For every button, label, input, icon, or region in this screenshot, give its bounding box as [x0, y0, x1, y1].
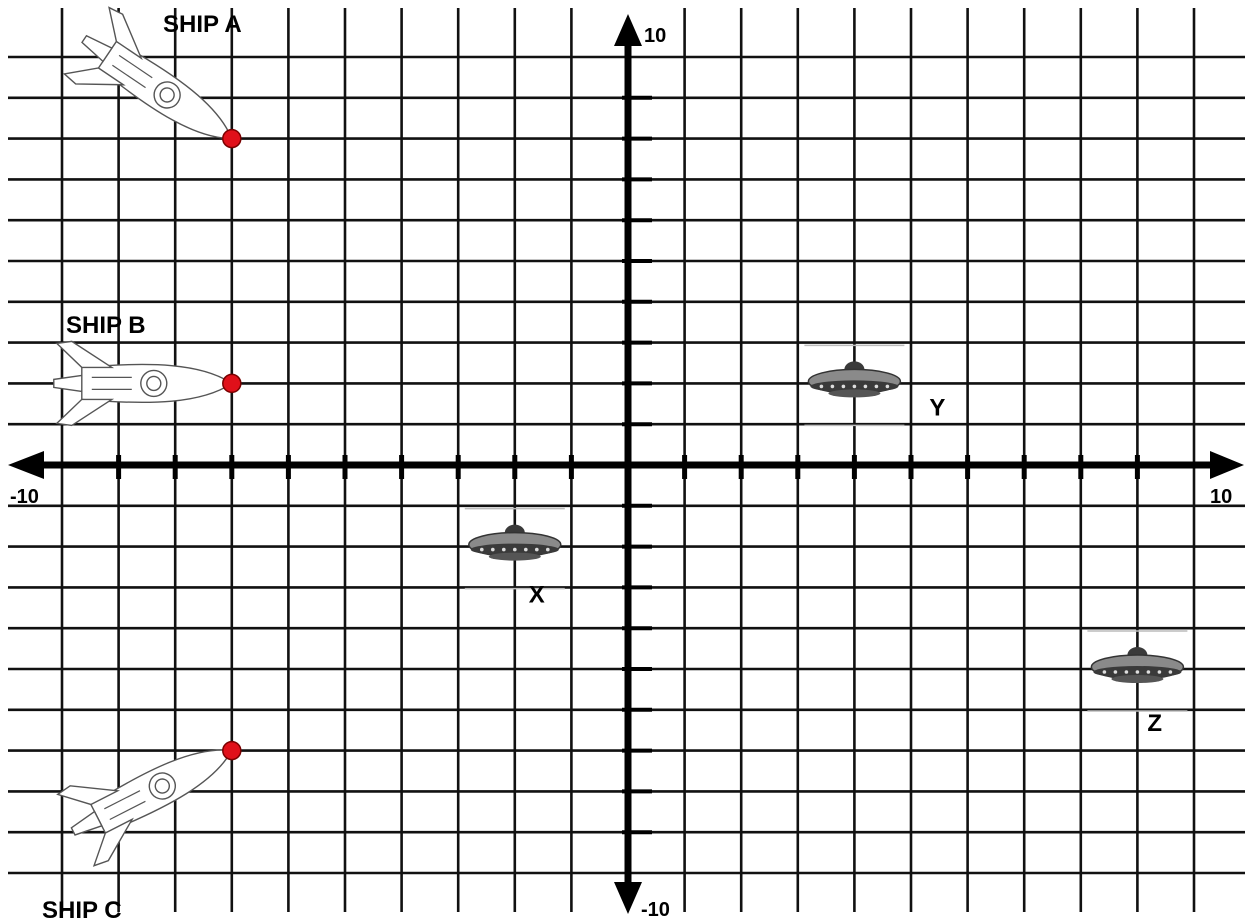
ufo-light [1125, 670, 1129, 674]
rocket-nozzle [54, 375, 82, 391]
ufo-light [524, 548, 528, 552]
ufos: X Y Z [465, 345, 1188, 737]
ufo-light [502, 548, 506, 552]
ufo-light [1114, 670, 1118, 674]
ufo-light [1169, 670, 1173, 674]
ship-group: SHIP A [61, 4, 256, 173]
y-axis-top-arrow [614, 14, 642, 46]
ufo-light [1136, 670, 1140, 674]
ufo-light [546, 548, 550, 552]
ufo-icon [469, 525, 561, 561]
ufo-light [886, 385, 890, 389]
ship-point [223, 374, 241, 392]
x-axis-max-label: 10 [1210, 486, 1232, 508]
ufo-light [1158, 670, 1162, 674]
ufo-light [831, 385, 835, 389]
ufo-light [491, 548, 495, 552]
ship-label: SHIP C [42, 897, 122, 922]
ufo-icon [808, 361, 900, 397]
ufo-light [853, 385, 857, 389]
ufo-icon [1091, 647, 1183, 683]
ship-label: SHIP A [163, 11, 242, 38]
ufo-light [875, 385, 879, 389]
rocket-icon [54, 341, 232, 425]
ufo-label: Y [929, 394, 945, 421]
ufo-base [828, 389, 880, 397]
ufo-light [1147, 670, 1151, 674]
ufo-label: X [529, 582, 545, 609]
ship-point [223, 742, 241, 760]
y-axis-bottom-arrow [614, 882, 642, 914]
ship-point [223, 130, 241, 148]
x-axis-left-arrow [8, 451, 44, 479]
rocket-fin-top [57, 341, 112, 367]
ufo-group: Y [804, 345, 945, 425]
x-axis-right-arrow [1210, 451, 1244, 479]
ufo-light [480, 548, 484, 552]
ufo-base [1111, 675, 1163, 683]
ufo-light [513, 548, 517, 552]
rocket-nozzle [70, 812, 102, 839]
x-axis-min-label: -10 [10, 486, 39, 508]
y-axis-min-label: -10 [641, 899, 670, 921]
ufo-light [842, 385, 846, 389]
y-axis-max-label: 10 [644, 25, 666, 47]
ufo-base [489, 553, 541, 561]
ufo-light [535, 548, 539, 552]
ship-group: SHIP B [54, 312, 241, 425]
ship-group: SHIP C [42, 713, 251, 922]
ufo-light [820, 385, 824, 389]
ufo-light [1103, 670, 1107, 674]
rocket-fin-bottom [57, 399, 112, 425]
ufo-light [864, 385, 868, 389]
ufo-label: Z [1147, 710, 1162, 737]
ship-label: SHIP B [66, 312, 146, 339]
rocket-window-inner [147, 376, 161, 390]
